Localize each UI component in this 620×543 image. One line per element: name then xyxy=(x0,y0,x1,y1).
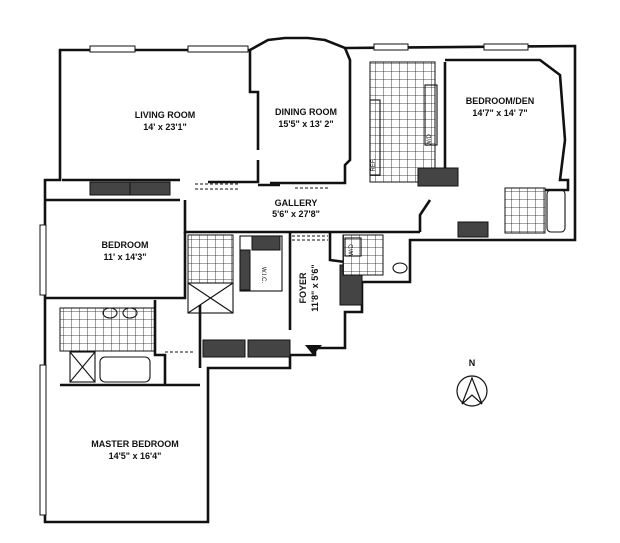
living-room-name: LIVING ROOM xyxy=(135,110,196,120)
north-compass-icon: N xyxy=(456,358,488,407)
foyer-walls xyxy=(288,232,346,330)
compass-label: N xyxy=(469,358,476,368)
foyer-size: 11'8" x 5'6" xyxy=(310,264,320,311)
living-room-size: 14' x 23'1" xyxy=(143,122,187,132)
den-bath-floor xyxy=(504,187,546,234)
gallery-size: 5'6" x 27'8" xyxy=(272,209,320,219)
wd-label-powder: W/D xyxy=(349,244,355,256)
kitchen-floor xyxy=(369,61,436,183)
foyer-name: FOYER xyxy=(298,272,308,304)
windows xyxy=(39,43,529,516)
dining-room-name: DINING ROOM xyxy=(275,107,337,117)
den-size: 14'7" x 14' 7" xyxy=(472,108,527,118)
living-room-walls xyxy=(62,50,260,184)
dining-room-size: 15'5" x 13' 2" xyxy=(278,119,333,129)
dining-room-walls xyxy=(258,47,352,187)
bedroom-size: 11' x 14'3" xyxy=(103,252,146,262)
entry-arrow-icon xyxy=(305,345,322,355)
powder-room-floor xyxy=(342,234,384,276)
master-bedroom-size: 14'5" x 16'4" xyxy=(109,451,162,461)
ref-label: REF. xyxy=(371,158,377,171)
exterior-wall xyxy=(43,36,577,524)
bedroom-walls xyxy=(45,198,187,300)
den-name: BEDROOM/DEN xyxy=(466,96,535,106)
room-labels: LIVING ROOM 14' x 23'1" DINING ROOM 15'5… xyxy=(91,96,534,461)
bedroom-name: BEDROOM xyxy=(102,240,149,250)
wic-label: W.I.C. xyxy=(260,267,266,284)
hall-bath-floor xyxy=(187,234,234,284)
wd-label-kitchen: W/D xyxy=(427,134,433,146)
master-bath-floor xyxy=(59,307,156,352)
master-bedroom-name: MASTER BEDROOM xyxy=(91,439,179,449)
den-walls xyxy=(443,58,570,192)
gallery-name: GALLERY xyxy=(275,198,318,208)
